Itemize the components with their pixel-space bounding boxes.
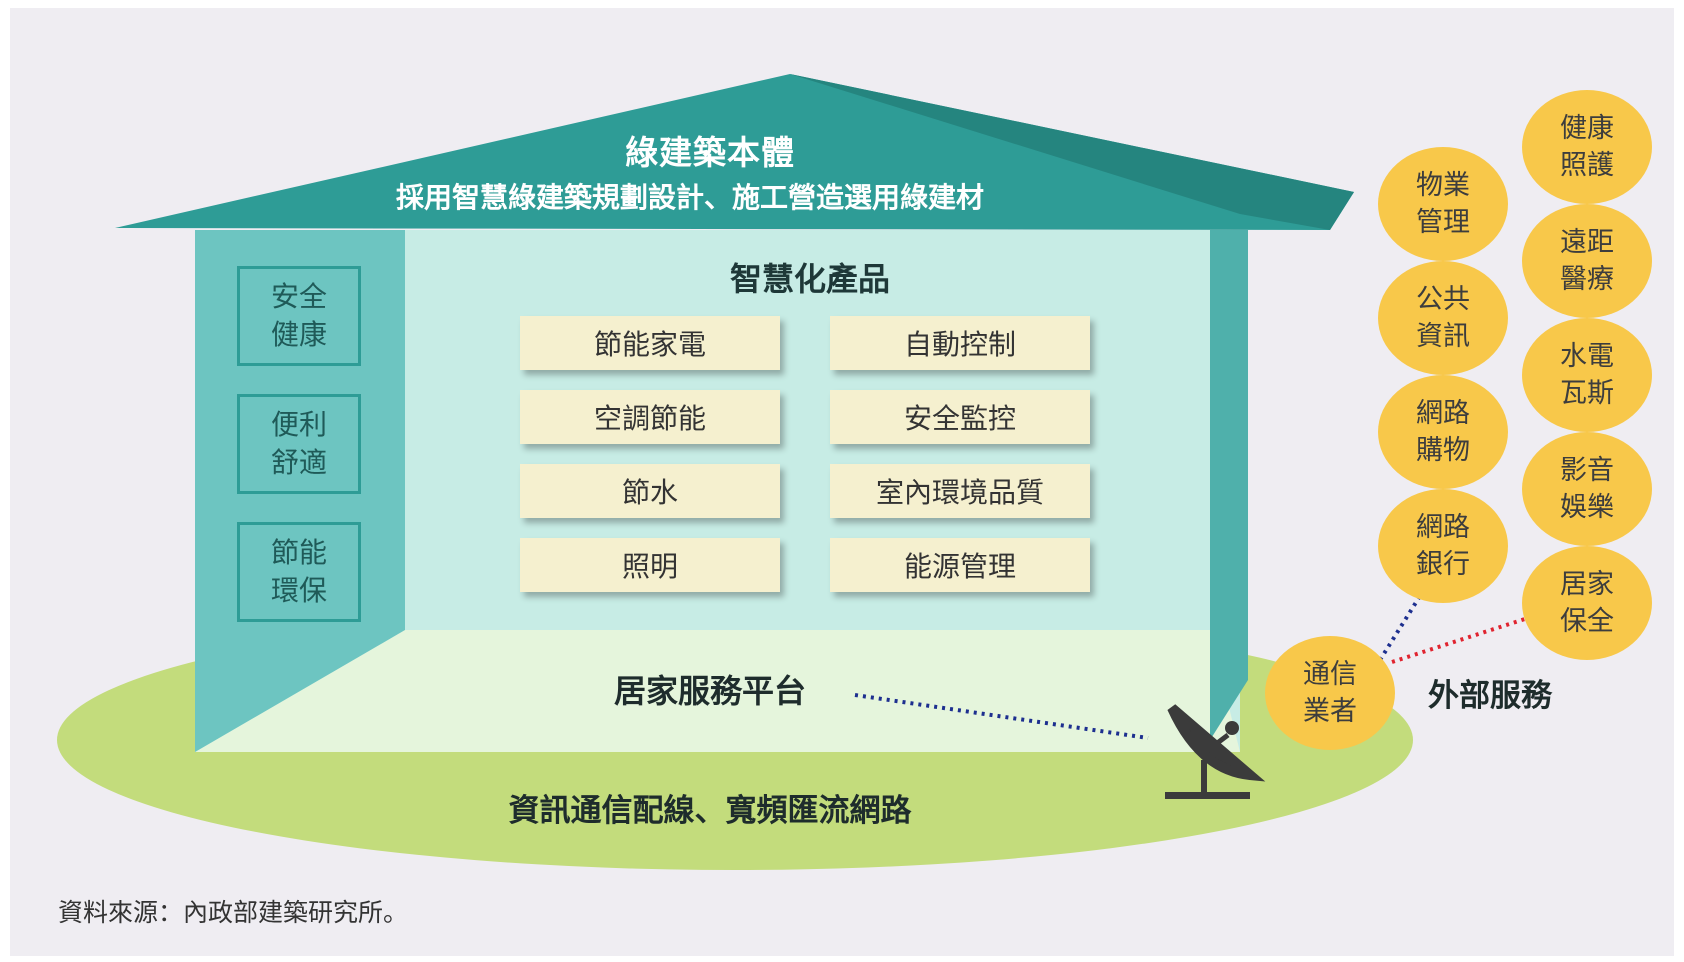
- service-entertainment: 影音 娛樂: [1522, 432, 1652, 546]
- service-property-management: 物業 管理: [1378, 147, 1508, 261]
- home-service-platform-label: 居家服務平台: [613, 672, 806, 710]
- service-online-shopping: 網路 購物: [1378, 375, 1508, 489]
- satellite-dish-icon: [1165, 704, 1266, 799]
- product-energy-management: 能源管理: [830, 538, 1090, 592]
- service-telemedicine: 遠距 醫療: [1522, 204, 1652, 318]
- product-lighting: 照明: [520, 538, 780, 592]
- pillar-energy-environment: 節能 環保: [237, 522, 361, 622]
- telecom-circle: 通信 業者: [1265, 636, 1395, 750]
- house-right-wall: [1210, 230, 1248, 740]
- product-hvac-saving: 空調節能: [520, 390, 780, 444]
- network-label: 資訊通信配線、寬頻匯流網路: [508, 792, 912, 829]
- house-roof: [115, 74, 1354, 230]
- product-auto-control: 自動控制: [830, 316, 1090, 370]
- roof-subtitle: 採用智慧綠建築規劃設計、施工營造選用綠建材: [395, 181, 984, 214]
- house-roof-shade: [790, 74, 1354, 230]
- service-home-security: 居家 保全: [1522, 546, 1652, 660]
- product-energy-appliances: 節能家電: [520, 316, 780, 370]
- product-water-saving: 節水: [520, 464, 780, 518]
- external-services-label: 外部服務: [1428, 677, 1552, 714]
- product-security-monitor: 安全監控: [830, 390, 1090, 444]
- products-title: 智慧化產品: [729, 260, 890, 298]
- pillar-convenience-comfort: 便利 舒適: [237, 394, 361, 494]
- service-utilities: 水電 瓦斯: [1522, 318, 1652, 432]
- service-public-info: 公共 資訊: [1378, 261, 1508, 375]
- source-note: 資料來源：內政部建築研究所。: [58, 898, 409, 927]
- roof-title: 綠建築本體: [625, 133, 795, 172]
- service-online-banking: 網路 銀行: [1378, 489, 1508, 603]
- product-indoor-quality: 室內環境品質: [830, 464, 1090, 518]
- house-floor: [195, 630, 1240, 752]
- pillar-safety-health: 安全 健康: [237, 266, 361, 366]
- platform-link-dots: [854, 693, 1149, 740]
- service-health-care: 健康 照護: [1522, 90, 1652, 204]
